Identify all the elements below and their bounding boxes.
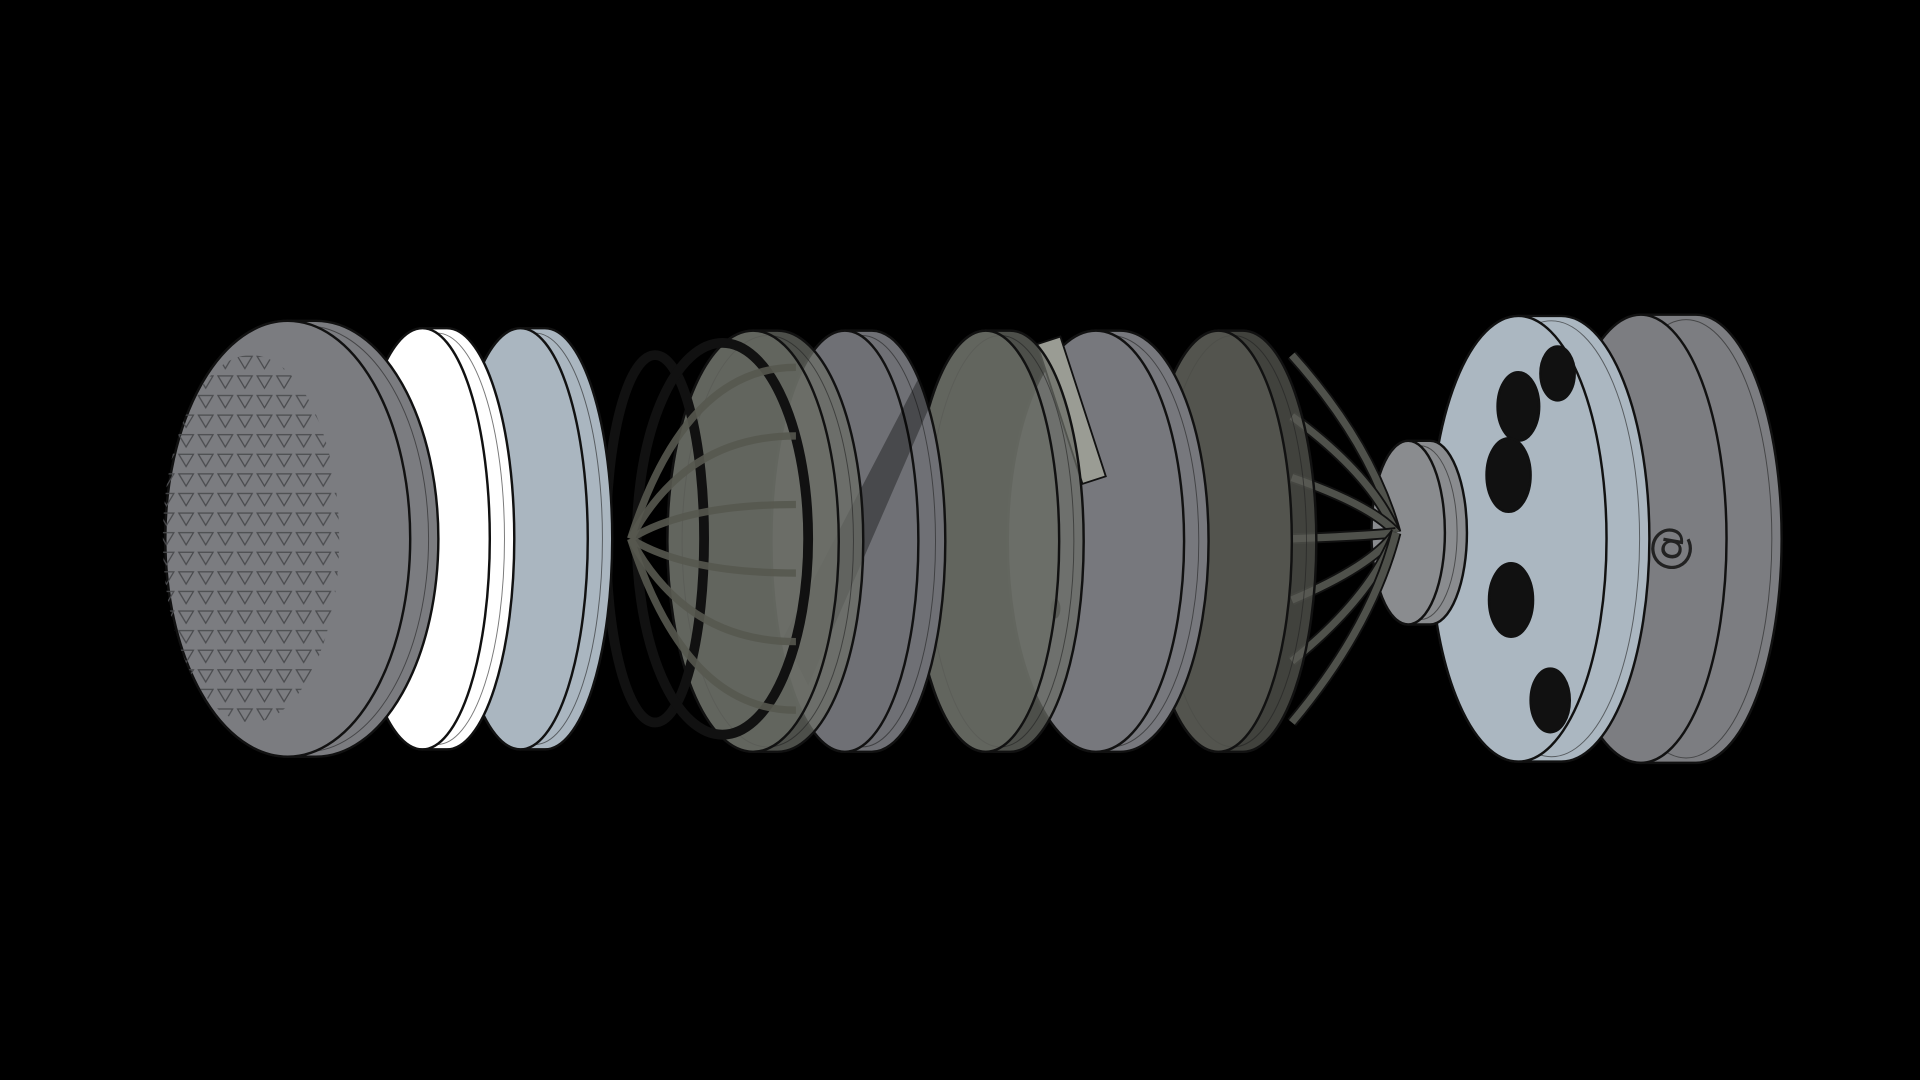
perforated-plate — [1428, 314, 1651, 763]
mesh-cover — [162, 319, 440, 758]
plate-hole — [1487, 562, 1535, 638]
cage-arm — [627, 363, 796, 540]
cage-arm — [627, 537, 796, 646]
cage-arm — [628, 535, 796, 577]
cage-arm — [627, 432, 796, 541]
plate-hole — [1539, 345, 1576, 402]
cage-arm — [627, 537, 796, 714]
plate-hole — [1485, 437, 1532, 514]
plate-hole — [1529, 667, 1572, 734]
plate-hole — [1496, 371, 1541, 443]
clear-disc-1-face — [666, 329, 840, 754]
mesh-pattern — [162, 355, 340, 723]
clear-disc-2 — [911, 329, 1085, 754]
spider-arm-fill — [1289, 531, 1400, 725]
cage-arm — [628, 500, 796, 542]
front-cage — [601, 337, 814, 740]
clear-disc-1 — [666, 329, 865, 754]
spider-arms — [1287, 351, 1402, 726]
